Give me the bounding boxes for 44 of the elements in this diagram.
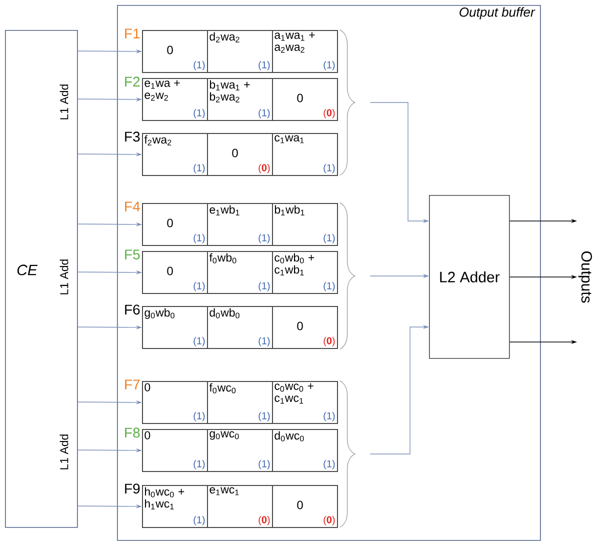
table-cell: g$_{0}$wb$_{0}$ (1)	[142, 306, 208, 349]
table-cell: c$_{1}$wa$_{1}$ (1)	[272, 133, 338, 176]
table-cell: c$_{0}$wb$_{0}$ + c$_{1}$wb$_{1}$ (1)	[272, 251, 338, 294]
row-label: F7	[125, 380, 140, 390]
table-cell: e$_{1}$wc$_{1}$ (0)	[207, 485, 273, 528]
table-cell: 0 (1)	[142, 203, 208, 246]
brace	[339, 29, 356, 176]
brace	[339, 202, 356, 350]
brace	[339, 380, 356, 528]
table-cell: c$_{0}$wc$_{0}$ + c$_{1}$wc$_{1}$ (1)	[272, 381, 338, 424]
table-cell: f$_{2}$wa$_{2}$ (1)	[142, 133, 208, 176]
table-cell: 0 (0)	[272, 485, 338, 528]
row-label: F5	[125, 250, 140, 260]
row-label: F6	[125, 304, 140, 315]
table-cell: d$_{2}$wa$_{2}$ (1)	[207, 30, 273, 73]
table-cell: g$_{0}$wc$_{0}$ (1)	[207, 429, 273, 472]
row-label: F1	[125, 28, 140, 38]
adder-box: L2 Adder	[429, 195, 510, 359]
row-label: F2	[125, 76, 140, 86]
table-cell: 0 (0)	[272, 78, 338, 121]
table-cell: f$_{0}$wb$_{0}$ (1)	[207, 251, 273, 294]
row-label: F3	[125, 132, 140, 142]
table-cell: 0 (0)	[272, 306, 338, 349]
table-cell: 0 (1)	[142, 30, 208, 73]
adder-label: L1 Add	[60, 260, 68, 294]
table-cell: b$_{1}$wb$_{1}$ (1)	[272, 203, 338, 246]
row-label: F9	[125, 484, 140, 494]
table-cell: f$_{0}$wc$_{0}$ (1)	[207, 381, 273, 424]
table-cell: 0 (1)	[142, 381, 208, 424]
table-cell: 0 (1)	[142, 429, 208, 472]
adder-label: L1 Add	[60, 434, 68, 470]
table-cell: b$_{1}$wa$_{1}$ + b$_{2}$wa$_{2}$ (1)	[207, 78, 273, 121]
table-cell: d$_{0}$wc$_{0}$ (1)	[272, 429, 338, 472]
row-label: F4	[125, 202, 140, 212]
table-cell: e$_{1}$wb$_{1}$ (1)	[207, 203, 273, 246]
table-cell: a$_{1}$wa$_{1}$ + a$_{2}$wa$_{2}$ (1)	[272, 30, 338, 73]
table-cell: h$_{0}$wc$_{0}$ + h$_{1}$wc$_{1}$ (1)	[142, 485, 208, 528]
outputs-label: Outputs	[578, 251, 592, 303]
row-label: F8	[125, 428, 140, 438]
table-cell: 0 (1)	[142, 251, 208, 294]
table-cell: 0 (0)	[207, 133, 273, 176]
adder-label: L1 Add	[60, 84, 68, 120]
table-cell: d$_{0}$wb$_{0}$ (1)	[207, 306, 273, 349]
table-cell: e$_{1}$wa + e$_{2}$w$_{2}$ (1)	[142, 78, 208, 121]
